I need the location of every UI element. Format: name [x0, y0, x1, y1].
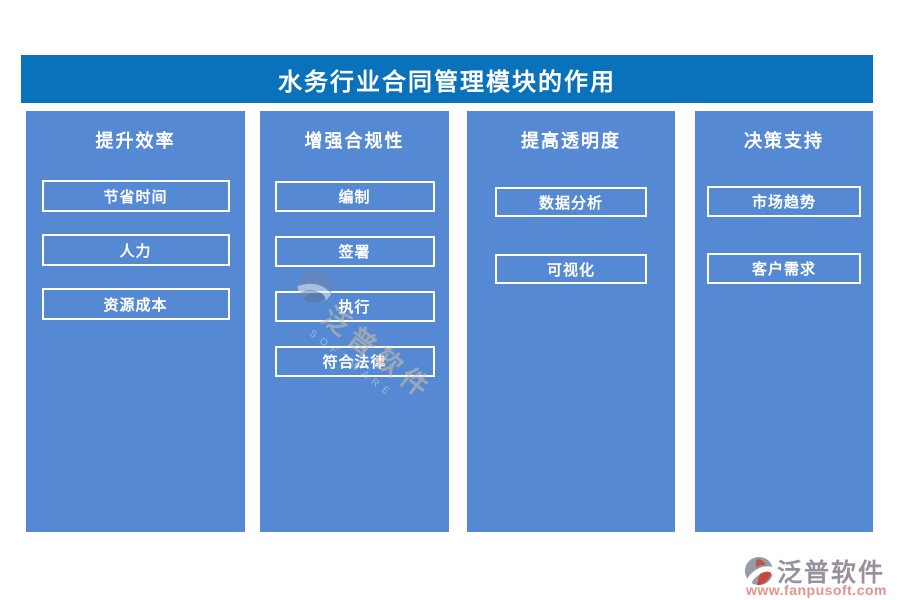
column-compliance: 增强合规性 编制 签署 执行 符合法律 [260, 111, 449, 532]
item-box: 人力 [41, 234, 230, 266]
fanpu-logo-icon [744, 556, 774, 591]
item-box: 可视化 [495, 254, 647, 284]
item-box: 符合法律 [274, 346, 435, 377]
page-title: 水务行业合同管理模块的作用 [21, 55, 873, 103]
footer-brand: 泛普软件 [777, 559, 886, 587]
item-box: 执行 [274, 291, 435, 322]
column-heading: 提高透明度 [521, 131, 621, 151]
item-box: 市场趋势 [707, 186, 861, 217]
item-box: 资源成本 [41, 288, 230, 320]
item-box: 编制 [274, 181, 435, 212]
column-heading: 决策支持 [744, 131, 824, 151]
item-box: 客户需求 [707, 253, 861, 284]
item-box: 签署 [274, 236, 435, 267]
column-heading: 提升效率 [95, 131, 176, 151]
column-heading: 增强合规性 [304, 131, 405, 151]
column-efficiency: 提升效率 节省时间 人力 资源成本 [26, 111, 245, 532]
item-box: 节省时间 [41, 180, 230, 212]
footer-url[interactable]: www.fanpusoft.com [746, 582, 887, 598]
item-box: 数据分析 [495, 187, 647, 217]
column-decision-support: 决策支持 市场趋势 客户需求 [695, 111, 873, 532]
column-transparency: 提高透明度 数据分析 可视化 [467, 111, 675, 532]
